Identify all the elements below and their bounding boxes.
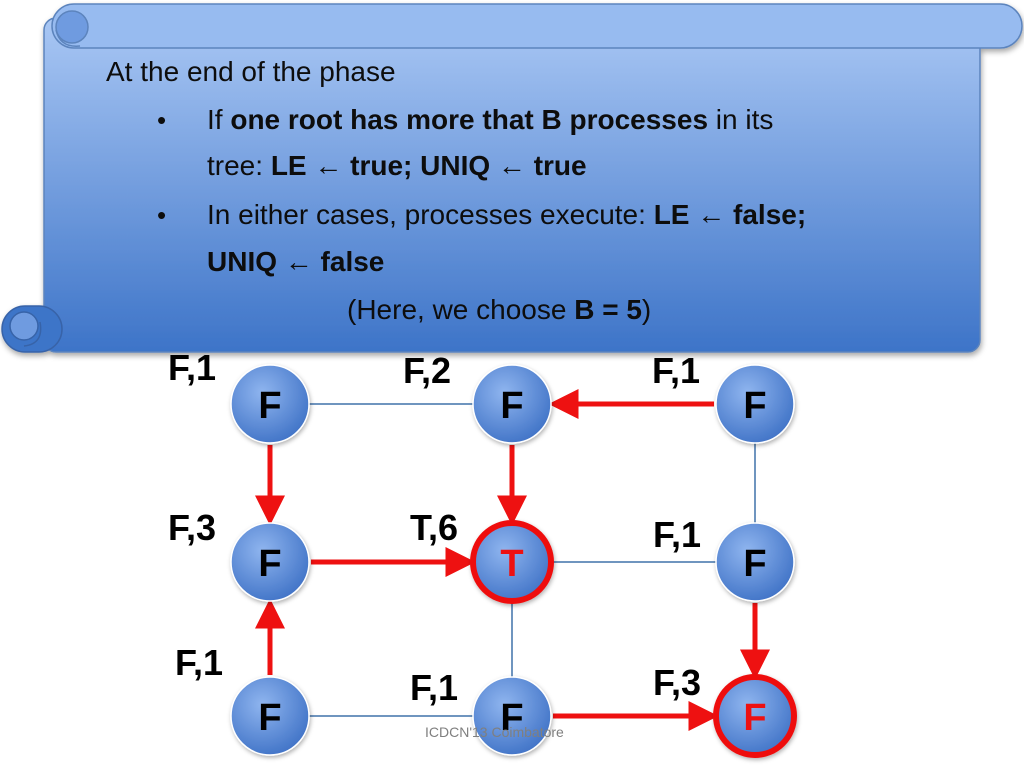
node-label-n11: T [500,543,523,585]
node-annotation-n11: T,6 [410,507,458,548]
note-text-b: ) [641,294,652,325]
node-annotation-n02: F,1 [652,350,700,391]
edges-layer [255,389,770,731]
node-label-n20: F [258,697,281,739]
bullet-2-line-1: In either cases, processes execute: LE ←… [207,199,806,231]
node-circle-n21 [472,676,552,756]
node-n00: F [230,364,310,444]
node-circle-n10 [230,522,310,602]
bullet-1-text-bold: one root has more that B processes [230,104,709,135]
node-n11: T [470,520,554,604]
node-circle-n12 [715,522,795,602]
bullet-1-text-b: in its [708,104,774,135]
bullet-2-text-bold-2: UNIQ ← false [207,246,385,277]
node-n21: F [472,676,552,756]
note-line: (Here, we choose B = 5) [347,294,651,326]
slide-heading: At the end of the phase [106,56,396,87]
node-n12: F [715,522,795,602]
bullet-2-text-a: In either cases, processes execute: [207,199,654,230]
node-n02: F [715,364,795,444]
bullet-1-text-bold-2: LE ← true; UNIQ ← true [270,150,587,181]
note-text-a: (Here, we choose [347,294,575,325]
node-circle-n11 [470,520,554,604]
node-circle-n22 [713,674,797,758]
bullet-2-text-bold: LE ← false; [653,199,807,230]
note-text-bold: B = 5 [574,294,642,325]
node-label-n00: F [258,385,281,427]
bullet-2-symbol: • [157,200,167,230]
node-label-n12: F [743,543,766,585]
node-label-n10: F [258,543,281,585]
node-label-n22: F [743,697,766,739]
nodes-layer: F F F F T F F F F [230,364,797,758]
node-n10: F [230,522,310,602]
node-label-n02: F [743,385,766,427]
node-annotation-n21: F,1 [410,667,458,708]
node-label-n01: F [500,385,523,427]
bullet-1-symbol: • [157,105,167,135]
node-label-n21: F [500,697,523,739]
node-n01: F [472,364,552,444]
bullet-1-text-a: If [207,104,231,135]
bullet-1-line-1: If one root has more that B processes in… [207,104,773,136]
node-circle-n02 [715,364,795,444]
node-annotation-n20: F,1 [175,642,223,683]
footer-text: ICDCN'13 Coimbatore [425,724,564,740]
node-circle-n20 [230,676,310,756]
node-annotation-n10: F,3 [168,507,216,548]
node-annotation-n12: F,1 [653,514,701,555]
node-annotation-n00: F,1 [168,347,216,388]
node-annotation-n01: F,2 [403,350,451,391]
node-n22: F [713,674,797,758]
bullet-1-line-2: tree: LE ← true; UNIQ ← true [207,150,587,182]
bullet-1-text-c: tree: [207,150,271,181]
node-n20: F [230,676,310,756]
bullet-2-line-2: UNIQ ← false [207,246,384,278]
node-circle-n01 [472,364,552,444]
node-annotation-n22: F,3 [653,662,701,703]
node-circle-n00 [230,364,310,444]
